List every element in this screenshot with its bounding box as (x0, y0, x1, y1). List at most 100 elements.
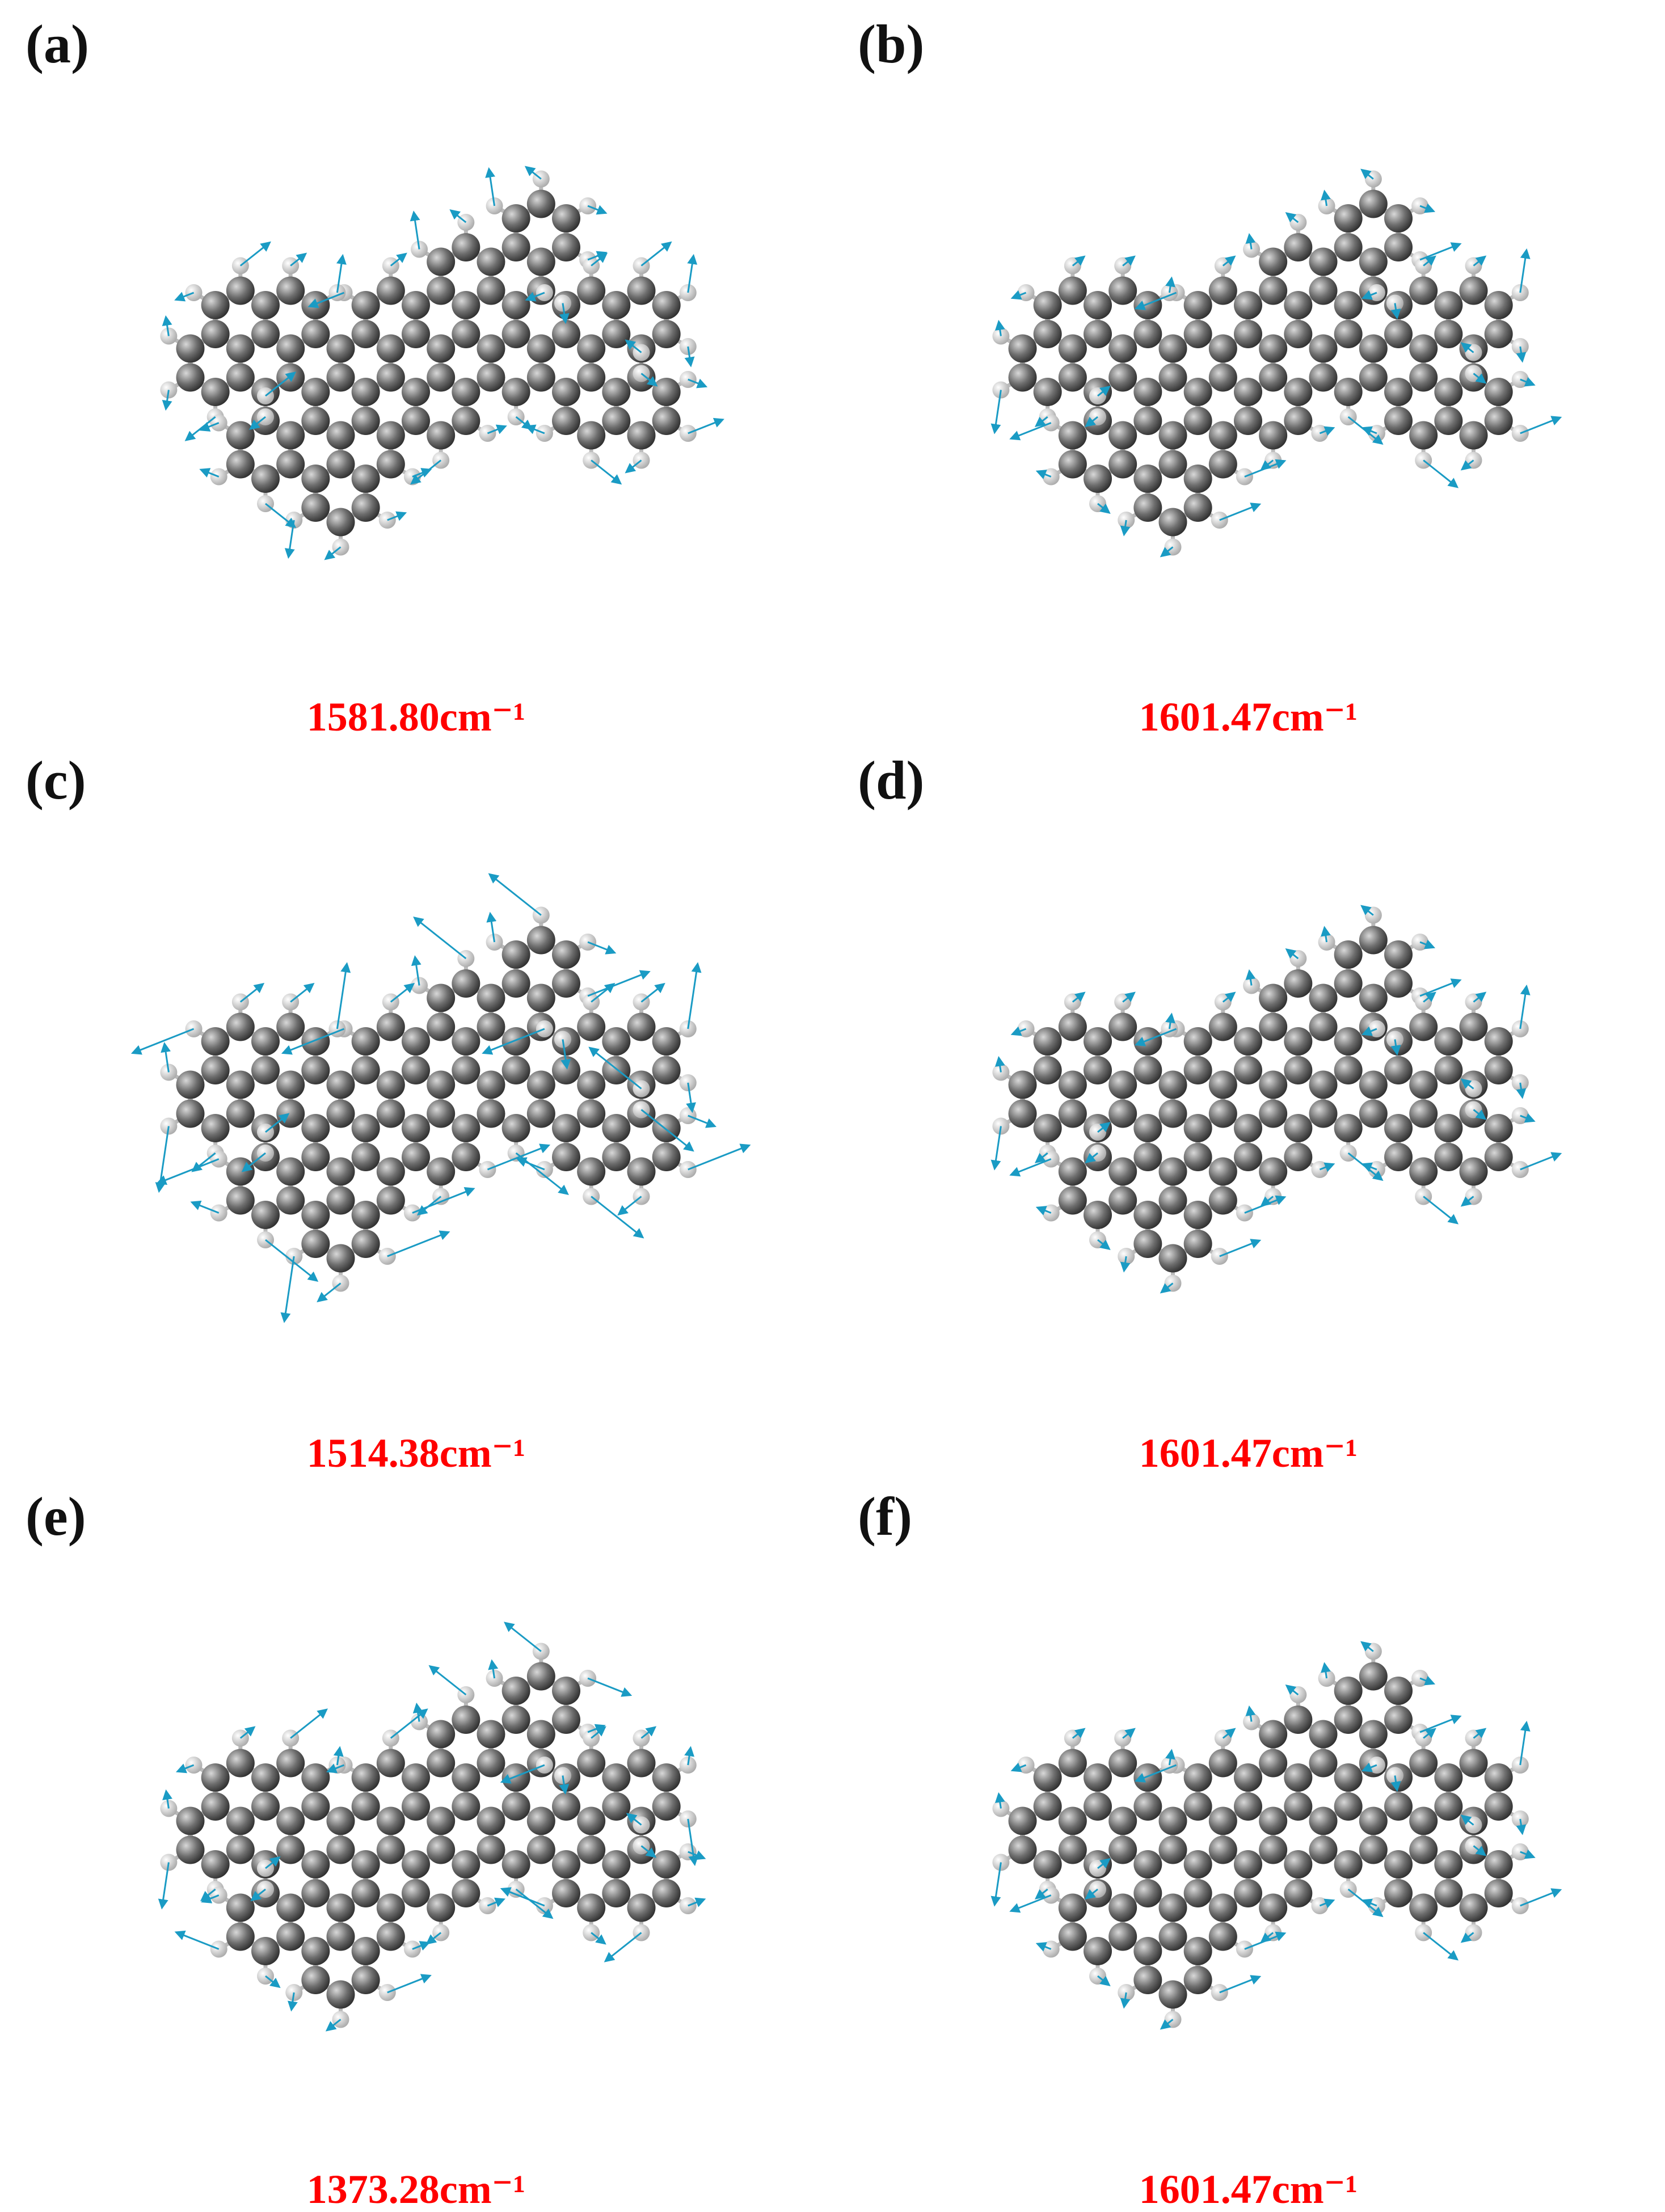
carbon-atom (1309, 1012, 1338, 1041)
displacement-vector (688, 1850, 706, 1860)
carbon-atom (226, 363, 255, 392)
displacement-vector (1390, 1775, 1401, 1792)
carbon-atom (1309, 247, 1338, 276)
carbon-atom (176, 1835, 205, 1864)
displacement-vector (617, 1196, 642, 1216)
frequency-label-c: 1514.38cm⁻¹ (306, 1430, 526, 1476)
carbon-atom (1359, 363, 1388, 392)
carbon-atom (301, 291, 330, 319)
carbon-atom (1108, 1835, 1137, 1864)
molecule-diagram-b (990, 168, 1562, 558)
carbon-atom (351, 1966, 380, 1994)
displacement-vector (488, 873, 542, 916)
hydrogen-atom (1042, 1150, 1060, 1168)
carbon-atom (526, 1070, 555, 1099)
carbon-atom (1334, 1850, 1363, 1878)
carbon-atom (1459, 1157, 1488, 1186)
carbon-atom (276, 334, 305, 363)
displacement-vector (687, 1818, 699, 1867)
carbon-atom (1384, 940, 1413, 969)
carbon-atom (1434, 1027, 1463, 1056)
carbon-atom (1208, 450, 1237, 479)
displacement-vector (994, 1056, 1005, 1073)
carbon-atom (1058, 1749, 1087, 1778)
carbon-atom (351, 378, 380, 406)
carbon-atom (501, 320, 530, 348)
displacement-vector (162, 315, 172, 336)
carbon-atom (1434, 1763, 1463, 1792)
carbon-atom (1359, 1070, 1388, 1099)
displacement-vector (1160, 546, 1174, 558)
displacement-vector (1460, 459, 1474, 471)
carbon-atom (201, 1850, 230, 1878)
carbon-atom (452, 233, 480, 261)
carbon-atom (1033, 1850, 1062, 1878)
carbon-atom (301, 1230, 330, 1258)
carbon-atom (1359, 1720, 1388, 1749)
displacement-vector (1519, 984, 1531, 1029)
carbon-atom (201, 1027, 230, 1056)
carbon-atom (1108, 1186, 1137, 1215)
frequency-label-d: 1601.47cm⁻¹ (1139, 1430, 1358, 1476)
carbon-atom (226, 1099, 255, 1128)
molecule-diagram-a (160, 166, 724, 560)
carbon-atom (1058, 1893, 1087, 1922)
carbon-atom (1309, 1720, 1338, 1749)
displacement-vector (684, 346, 695, 368)
displacement-vector (1473, 373, 1487, 384)
carbon-atom (1334, 291, 1363, 319)
carbon-atom (427, 1070, 456, 1099)
carbon-atom (351, 1879, 380, 1907)
carbon-atom (276, 1922, 305, 1951)
carbon-atom (326, 1070, 355, 1099)
displacement-vector (1520, 377, 1536, 387)
displacement-vector (1160, 1282, 1174, 1294)
displacement-vector (412, 1702, 423, 1722)
carbon-atom (326, 1099, 355, 1128)
carbon-atom (1158, 1157, 1187, 1186)
carbon-atom (552, 1677, 581, 1705)
carbon-atom (1183, 1230, 1212, 1258)
carbon-atom (552, 1706, 581, 1734)
displacement-vector (1473, 1109, 1487, 1120)
carbon-atom (276, 276, 305, 305)
molecule-diagram-d (990, 905, 1562, 1294)
carbon-atom (1158, 1980, 1187, 2009)
carbon-atom (276, 1099, 305, 1128)
displacement-vector (487, 1897, 506, 1907)
hydrogen-atom (1042, 414, 1060, 432)
displacement-vector (162, 390, 172, 411)
carbon-atom (1284, 1763, 1313, 1792)
carbon-atom (1409, 363, 1438, 392)
carbon-atom (1434, 291, 1463, 319)
atoms-group (992, 906, 1529, 1292)
carbon-atom (301, 1850, 330, 1878)
carbon-atom (1334, 1792, 1363, 1821)
carbon-atom (1284, 407, 1313, 435)
displacement-vectors (130, 873, 751, 1323)
carbon-atom (477, 1806, 505, 1835)
carbon-atom (652, 1879, 681, 1907)
displacement-vector (1460, 1932, 1474, 1943)
displacement-vector (250, 1888, 266, 1902)
hydrogen-atom (1236, 1204, 1253, 1222)
carbon-atom (1133, 1937, 1162, 1965)
carbon-atom (652, 1056, 681, 1084)
displacement-vector (413, 917, 467, 960)
carbon-atom (1409, 1012, 1438, 1041)
displacement-vector (1519, 248, 1531, 293)
carbon-atom (402, 378, 430, 406)
carbon-atom (226, 1157, 255, 1186)
displacement-vector (684, 1746, 695, 1766)
carbon-atom (1259, 1893, 1288, 1922)
carbon-atom (251, 291, 280, 319)
displacement-vector (387, 1974, 432, 1994)
displacement-vector (1321, 189, 1331, 206)
panel-letter-c: (c) (26, 750, 86, 810)
carbon-atom (1459, 276, 1488, 305)
carbon-atom (1384, 1706, 1413, 1734)
displacement-vector (1460, 1814, 1474, 1826)
carbon-atom (1033, 291, 1062, 319)
molecule-diagram-e (158, 1622, 706, 2032)
carbon-atom (1183, 407, 1212, 435)
